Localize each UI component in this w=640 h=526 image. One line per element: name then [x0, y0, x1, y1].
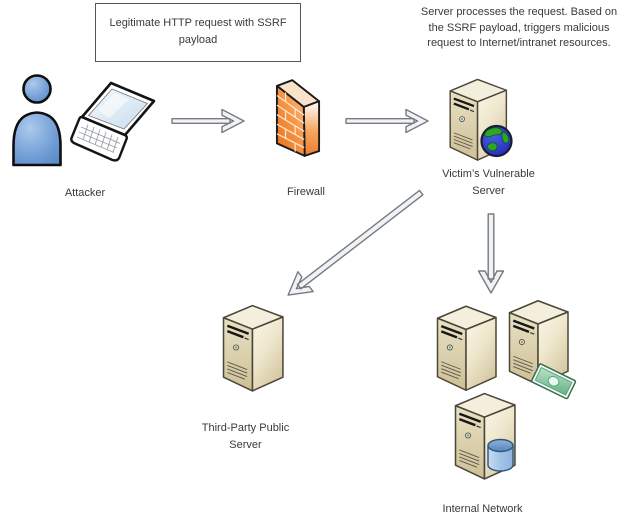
globe-icon — [480, 124, 513, 158]
arrow-firewall-to-victim-server — [345, 108, 429, 134]
third-party-server-label: Third-Party Public Server — [201, 422, 290, 451]
request-annotation-box: Legitimate HTTP request with SSRF payloa… — [95, 3, 301, 62]
internal-network-label: Internal Network — [442, 503, 523, 515]
laptop-icon — [70, 81, 156, 162]
arrow-attacker-to-firewall — [171, 108, 245, 134]
request-annotation-line: Legitimate HTTP request with SSRF — [109, 17, 287, 29]
firewall-brick-wall-icon — [275, 79, 321, 157]
firewall-label: Firewall — [287, 186, 325, 198]
arrow-victim-to-third-party — [287, 189, 424, 296]
money-icon — [530, 363, 577, 400]
server-tower-icon — [436, 305, 498, 392]
server-tower-icon — [222, 304, 285, 393]
request-annotation-line: payload — [178, 34, 218, 46]
database-icon — [487, 438, 514, 472]
arrow-victim-to-internal-network — [477, 213, 505, 294]
server-note-line: Server processes the request. Based on — [420, 6, 618, 18]
person-icon — [12, 74, 62, 167]
attacker-label: Attacker — [64, 187, 106, 199]
server-note-line: the SSRF payload, triggers malicious — [428, 21, 610, 34]
server-note: Server processes the request. Based on t… — [399, 5, 639, 52]
server-note-line: request to Internet/intranet resources. — [427, 37, 611, 49]
victim-server-label: Victim’s Vulnerable Server — [442, 168, 535, 197]
